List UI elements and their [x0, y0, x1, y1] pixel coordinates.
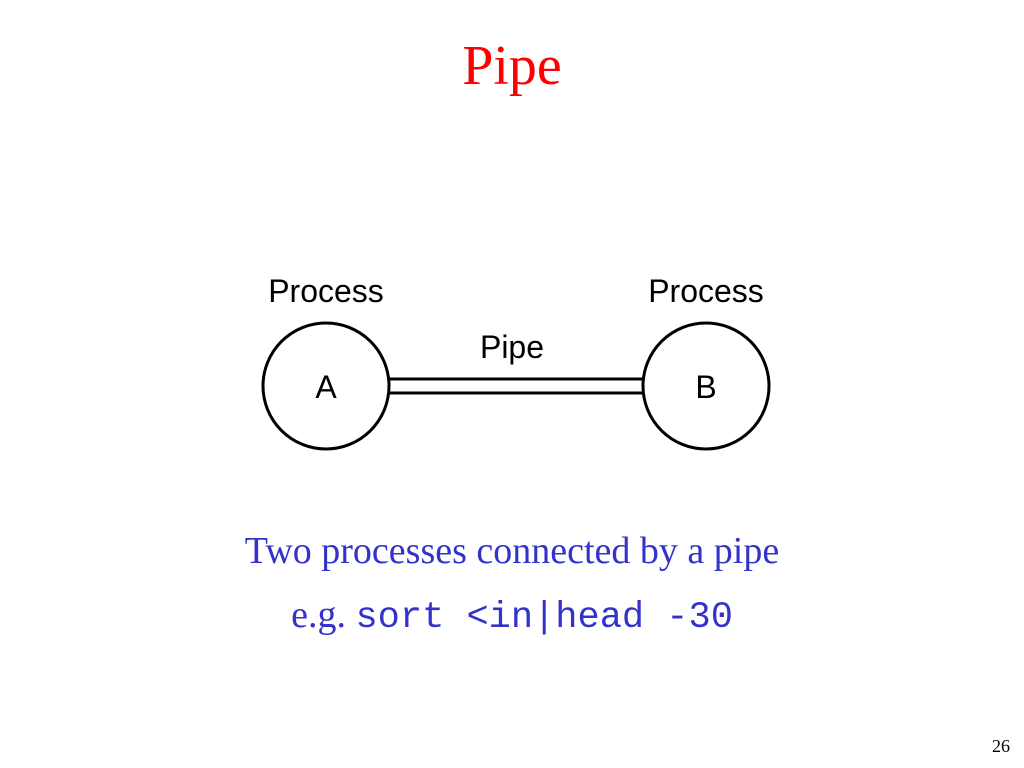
example-command: sort <in|head -30	[355, 597, 733, 639]
slide-title: Pipe	[462, 35, 562, 97]
example-prefix: e.g.	[291, 594, 346, 636]
caption-description: Two processes connected by a pipe	[244, 530, 780, 572]
process-a-letter: A	[315, 369, 337, 405]
slide-number: 26	[992, 736, 1010, 756]
pipe-label: Pipe	[480, 329, 544, 365]
process-b-letter: B	[695, 369, 716, 405]
process-a-caption: Process	[268, 273, 384, 309]
caption-example: e.g. sort <in|head -30	[0, 588, 1024, 645]
process-b-caption: Process	[648, 273, 764, 309]
process-b-circle	[641, 321, 771, 451]
process-a-circle	[261, 321, 391, 451]
